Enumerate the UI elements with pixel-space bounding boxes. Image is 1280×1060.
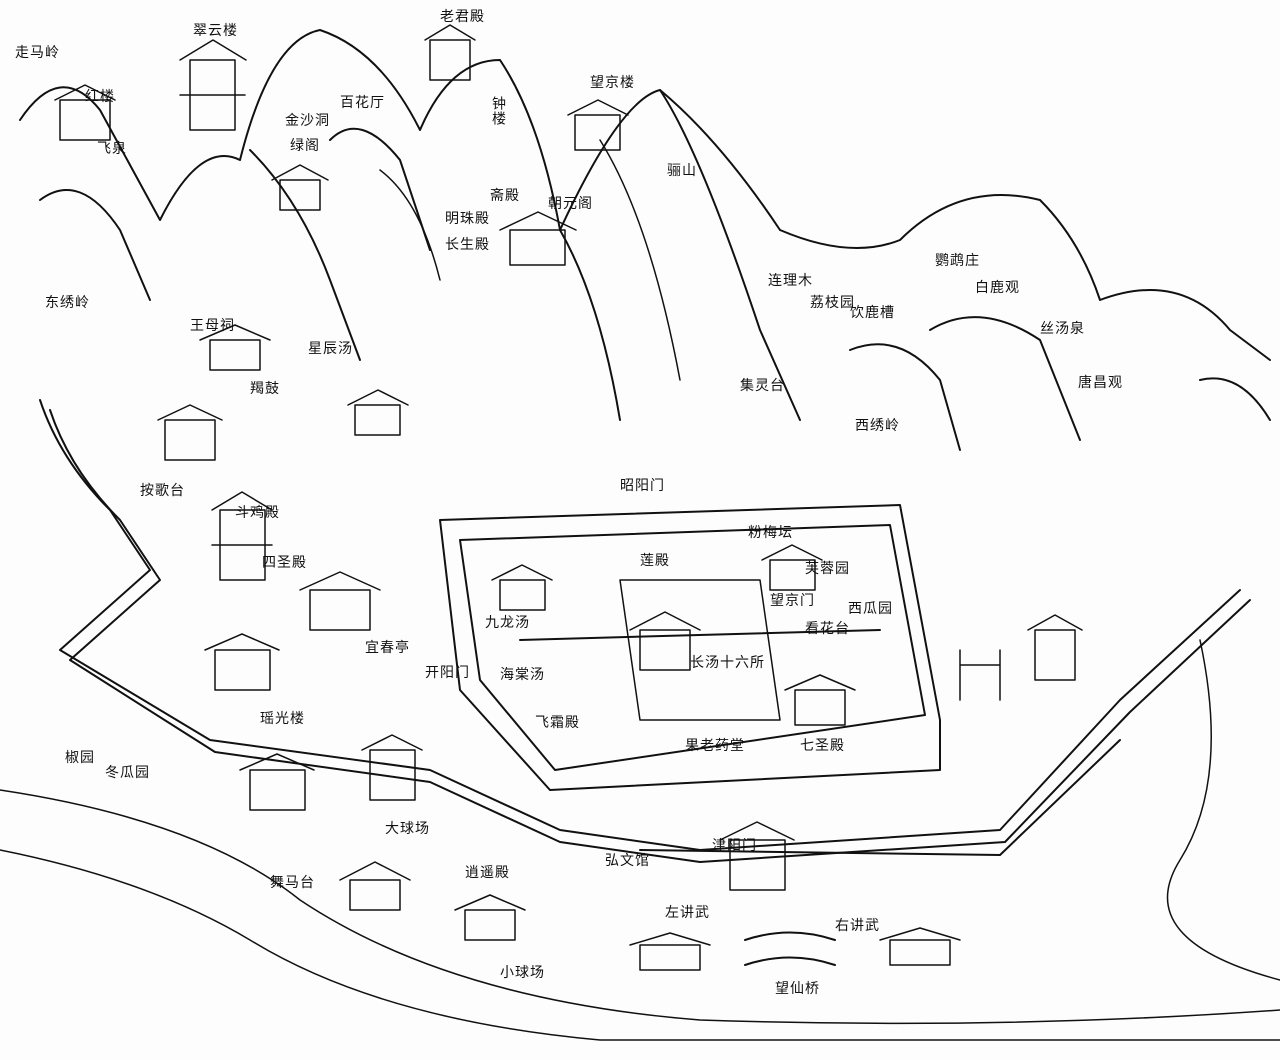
map-label: 开阳门 bbox=[425, 665, 470, 681]
map-label: 连理木 bbox=[768, 273, 813, 289]
map-label: 按歌台 bbox=[140, 483, 185, 499]
map-label: 荔枝园 bbox=[810, 295, 855, 311]
map-label: 羯鼓 bbox=[250, 381, 280, 397]
outer-wall bbox=[39, 399, 1251, 863]
map-label: 王母祠 bbox=[190, 318, 235, 334]
map-label: 津阳门 bbox=[712, 838, 757, 854]
map-label: 飞泉 bbox=[97, 141, 127, 157]
river bbox=[0, 639, 1280, 1041]
map-label: 金沙洞 bbox=[285, 113, 330, 129]
map-label: 长生殿 bbox=[445, 237, 490, 253]
map-label: 望京楼 bbox=[590, 75, 635, 91]
map-label: 朝元阁 bbox=[548, 196, 593, 212]
map-label: 瑶光楼 bbox=[260, 711, 305, 727]
map-label: 大球场 bbox=[385, 821, 430, 837]
mountains bbox=[19, 29, 1271, 451]
map-label: 鹦鹉庄 bbox=[935, 253, 980, 269]
map-label: 唐昌观 bbox=[1078, 375, 1123, 391]
map-label: 百花厅 bbox=[340, 95, 385, 111]
map-label: 东绣岭 bbox=[45, 295, 90, 311]
map-label: 长汤十六所 bbox=[690, 655, 765, 671]
map-label: 四圣殿 bbox=[262, 555, 307, 571]
map-label: 走马岭 bbox=[15, 45, 60, 61]
map-label: 海棠汤 bbox=[500, 667, 545, 683]
map-label: 右讲武 bbox=[835, 918, 880, 934]
map-label: 弘文馆 bbox=[605, 853, 650, 869]
map-label: 九龙汤 bbox=[485, 615, 530, 631]
map-label: 红楼 bbox=[85, 89, 115, 105]
map-label: 西绣岭 bbox=[855, 418, 900, 434]
map-label: 七圣殿 bbox=[800, 738, 845, 754]
map-label: 芙蓉园 bbox=[805, 561, 850, 577]
map-label: 椒园 bbox=[65, 750, 95, 766]
map-label: 左讲武 bbox=[665, 905, 710, 921]
map-label: 翠云楼 bbox=[193, 23, 238, 39]
map-label: 果老药堂 bbox=[685, 738, 745, 754]
map-label: 白鹿观 bbox=[975, 280, 1020, 296]
inner-palace-wall bbox=[439, 504, 941, 791]
map-label: 望京门 bbox=[770, 593, 815, 609]
map-label: 西瓜园 bbox=[848, 601, 893, 617]
map-label: 小球场 bbox=[500, 965, 545, 981]
map-label: 斋殿 bbox=[490, 188, 520, 204]
map-label: 老君殿 bbox=[440, 9, 485, 25]
map-label: 钟楼 bbox=[490, 96, 506, 126]
map-label: 逍遥殿 bbox=[465, 865, 510, 881]
map-label: 看花台 bbox=[805, 621, 850, 637]
map-label: 粉梅坛 bbox=[748, 525, 793, 541]
map-label: 星辰汤 bbox=[308, 341, 353, 357]
map-label: 舞马台 bbox=[270, 875, 315, 891]
map-label: 望仙桥 bbox=[775, 981, 820, 997]
bridge bbox=[744, 931, 836, 966]
map-label: 冬瓜园 bbox=[105, 765, 150, 781]
map-label: 饮鹿槽 bbox=[850, 305, 895, 321]
map-label: 莲殿 bbox=[640, 553, 670, 569]
map-label: 丝汤泉 bbox=[1040, 321, 1085, 337]
map-label: 明珠殿 bbox=[445, 211, 490, 227]
map-label: 集灵台 bbox=[740, 378, 785, 394]
map-label: 绿阁 bbox=[290, 138, 320, 154]
map-label: 昭阳门 bbox=[620, 478, 665, 494]
map-label: 飞霜殿 bbox=[535, 715, 580, 731]
map-label: 斗鸡殿 bbox=[235, 505, 280, 521]
map-label: 宜春亭 bbox=[365, 640, 410, 656]
map-label: 骊山 bbox=[667, 163, 697, 179]
buildings bbox=[54, 24, 1083, 971]
